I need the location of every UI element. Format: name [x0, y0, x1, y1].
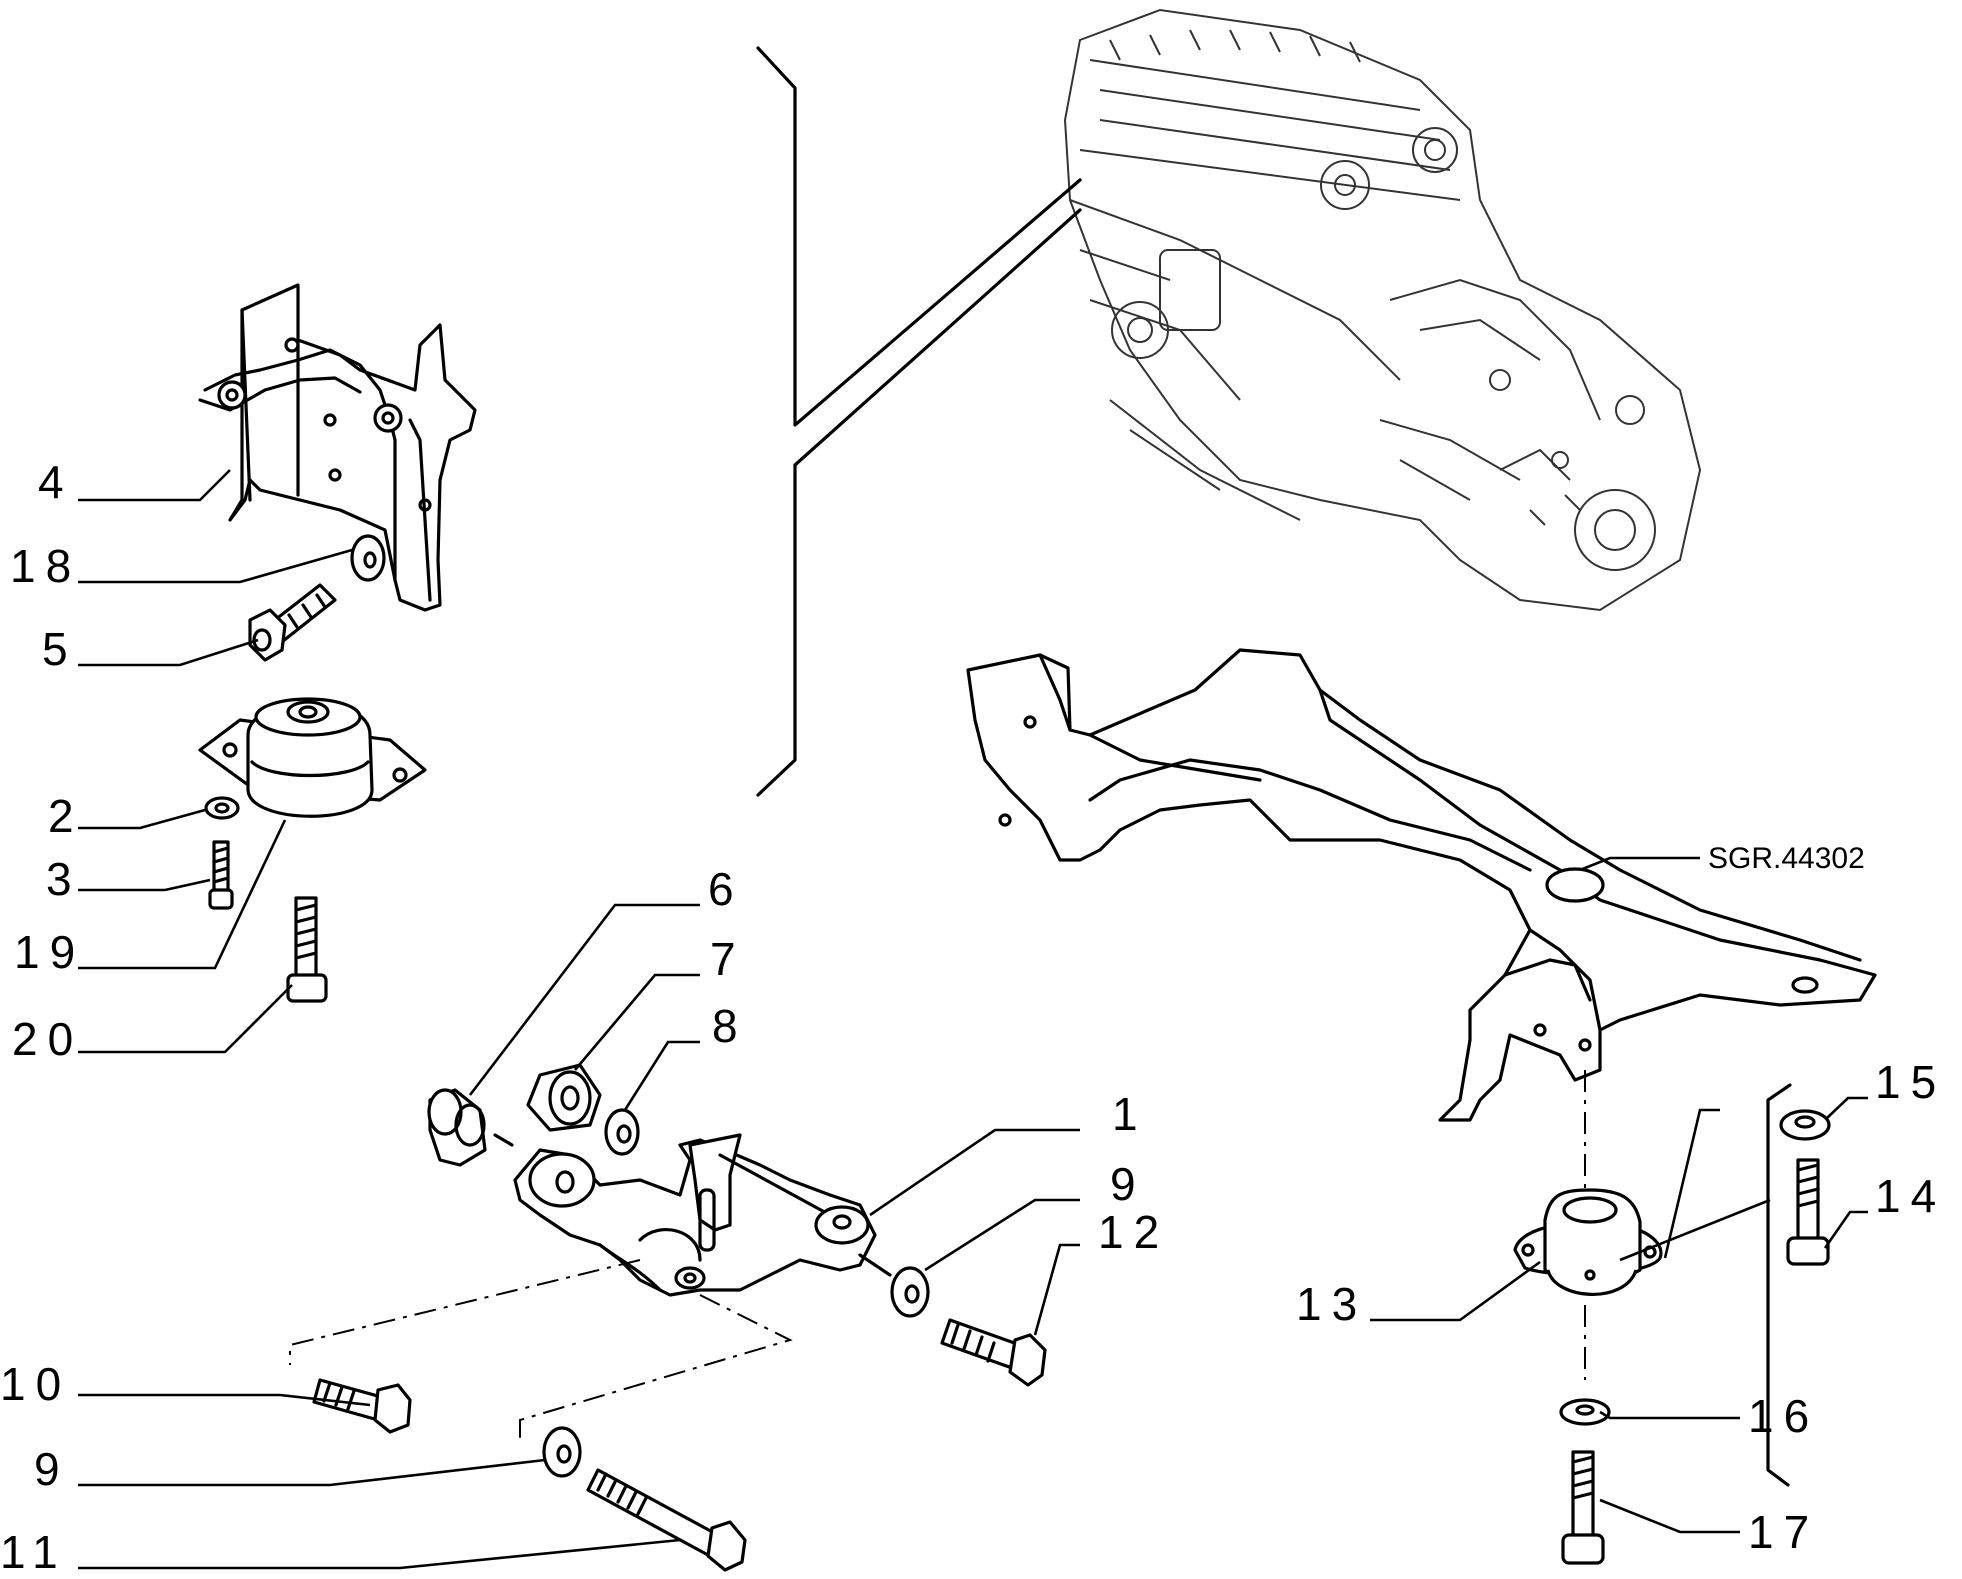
leader-lines [78, 469, 1868, 1570]
washer-9-lower [542, 1426, 582, 1478]
bolt-10 [312, 1378, 412, 1434]
bolt-14 [1786, 1158, 1830, 1266]
washer-9-right [890, 1266, 930, 1318]
bolt-5 [248, 583, 337, 662]
callout-2: 2 [48, 790, 84, 842]
callout-19: 19 [14, 926, 85, 978]
drawing-reference-code: SGR.44302 [1708, 842, 1865, 875]
bolt-11 [586, 1468, 747, 1572]
callout-20: 20 [12, 1013, 83, 1065]
callout-13: 13 [1296, 1278, 1367, 1330]
callout-4: 4 [38, 456, 74, 508]
callout-1: 1 [1112, 1088, 1148, 1140]
callout-7: 7 [710, 933, 746, 985]
bolt-12 [940, 1318, 1047, 1387]
callout-9-lower: 9 [34, 1443, 70, 1495]
callout-8: 8 [712, 1000, 748, 1052]
assembly-guides [289, 1070, 1586, 1440]
callout-6: 6 [708, 863, 744, 915]
washer-18 [350, 534, 386, 582]
callout-15: 15 [1875, 1056, 1946, 1108]
callout-16: 16 [1748, 1390, 1819, 1442]
callout-3: 3 [46, 853, 82, 905]
bushing-6 [427, 1088, 487, 1167]
callout-18: 18 [10, 540, 81, 592]
callout-17: 17 [1748, 1506, 1819, 1558]
callout-labels: 4 18 5 2 3 19 20 6 7 8 1 9 12 10 9 11 15… [0, 456, 1946, 1578]
engine-gearbox-assembly [1063, 8, 1702, 612]
group-bracket [1766, 1083, 1792, 1487]
engine-bracket [198, 283, 477, 612]
callout-11: 11 [0, 1526, 68, 1574]
bolt-20 [286, 896, 328, 1003]
front-subframe [966, 648, 1877, 1122]
washer-8 [604, 1108, 640, 1156]
nut-15 [1779, 1109, 1831, 1141]
callout-14: 14 [1875, 1170, 1946, 1222]
rubber-mount-13 [1513, 1188, 1663, 1296]
axis-mark [858, 1253, 892, 1277]
callout-9-upper: 9 [1110, 1158, 1146, 1210]
gearbox-bracket-1 [513, 1133, 877, 1297]
rubber-mount-19 [198, 697, 427, 818]
engine-link-lines [756, 46, 1082, 797]
axis-mark [493, 1133, 514, 1147]
bolt-3 [208, 840, 234, 910]
callout-12: 12 [1098, 1206, 1169, 1258]
washer-16 [1559, 1398, 1611, 1426]
washer-2 [204, 796, 240, 820]
spacer-7 [526, 1063, 602, 1132]
callout-10: 10 [0, 1358, 71, 1410]
callout-5: 5 [42, 623, 78, 675]
bolt-17 [1561, 1450, 1605, 1565]
